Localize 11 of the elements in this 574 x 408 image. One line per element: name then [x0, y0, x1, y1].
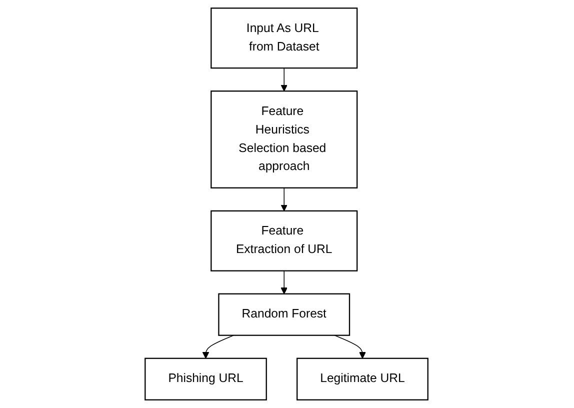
node-box: Feature Extraction of URL [211, 210, 358, 272]
node-box: Phishing URL [145, 358, 268, 400]
arrow [281, 187, 288, 212]
arrow [334, 334, 366, 359]
arrow [202, 334, 235, 359]
node-box: Feature Heuristics Selection based approach [211, 90, 358, 188]
node-box: Legitimate URL [297, 358, 429, 400]
node-box: Input As URL from Dataset [211, 8, 358, 69]
node-box: Random Forest [218, 293, 351, 336]
arrow [281, 270, 288, 294]
arrow [281, 68, 288, 92]
